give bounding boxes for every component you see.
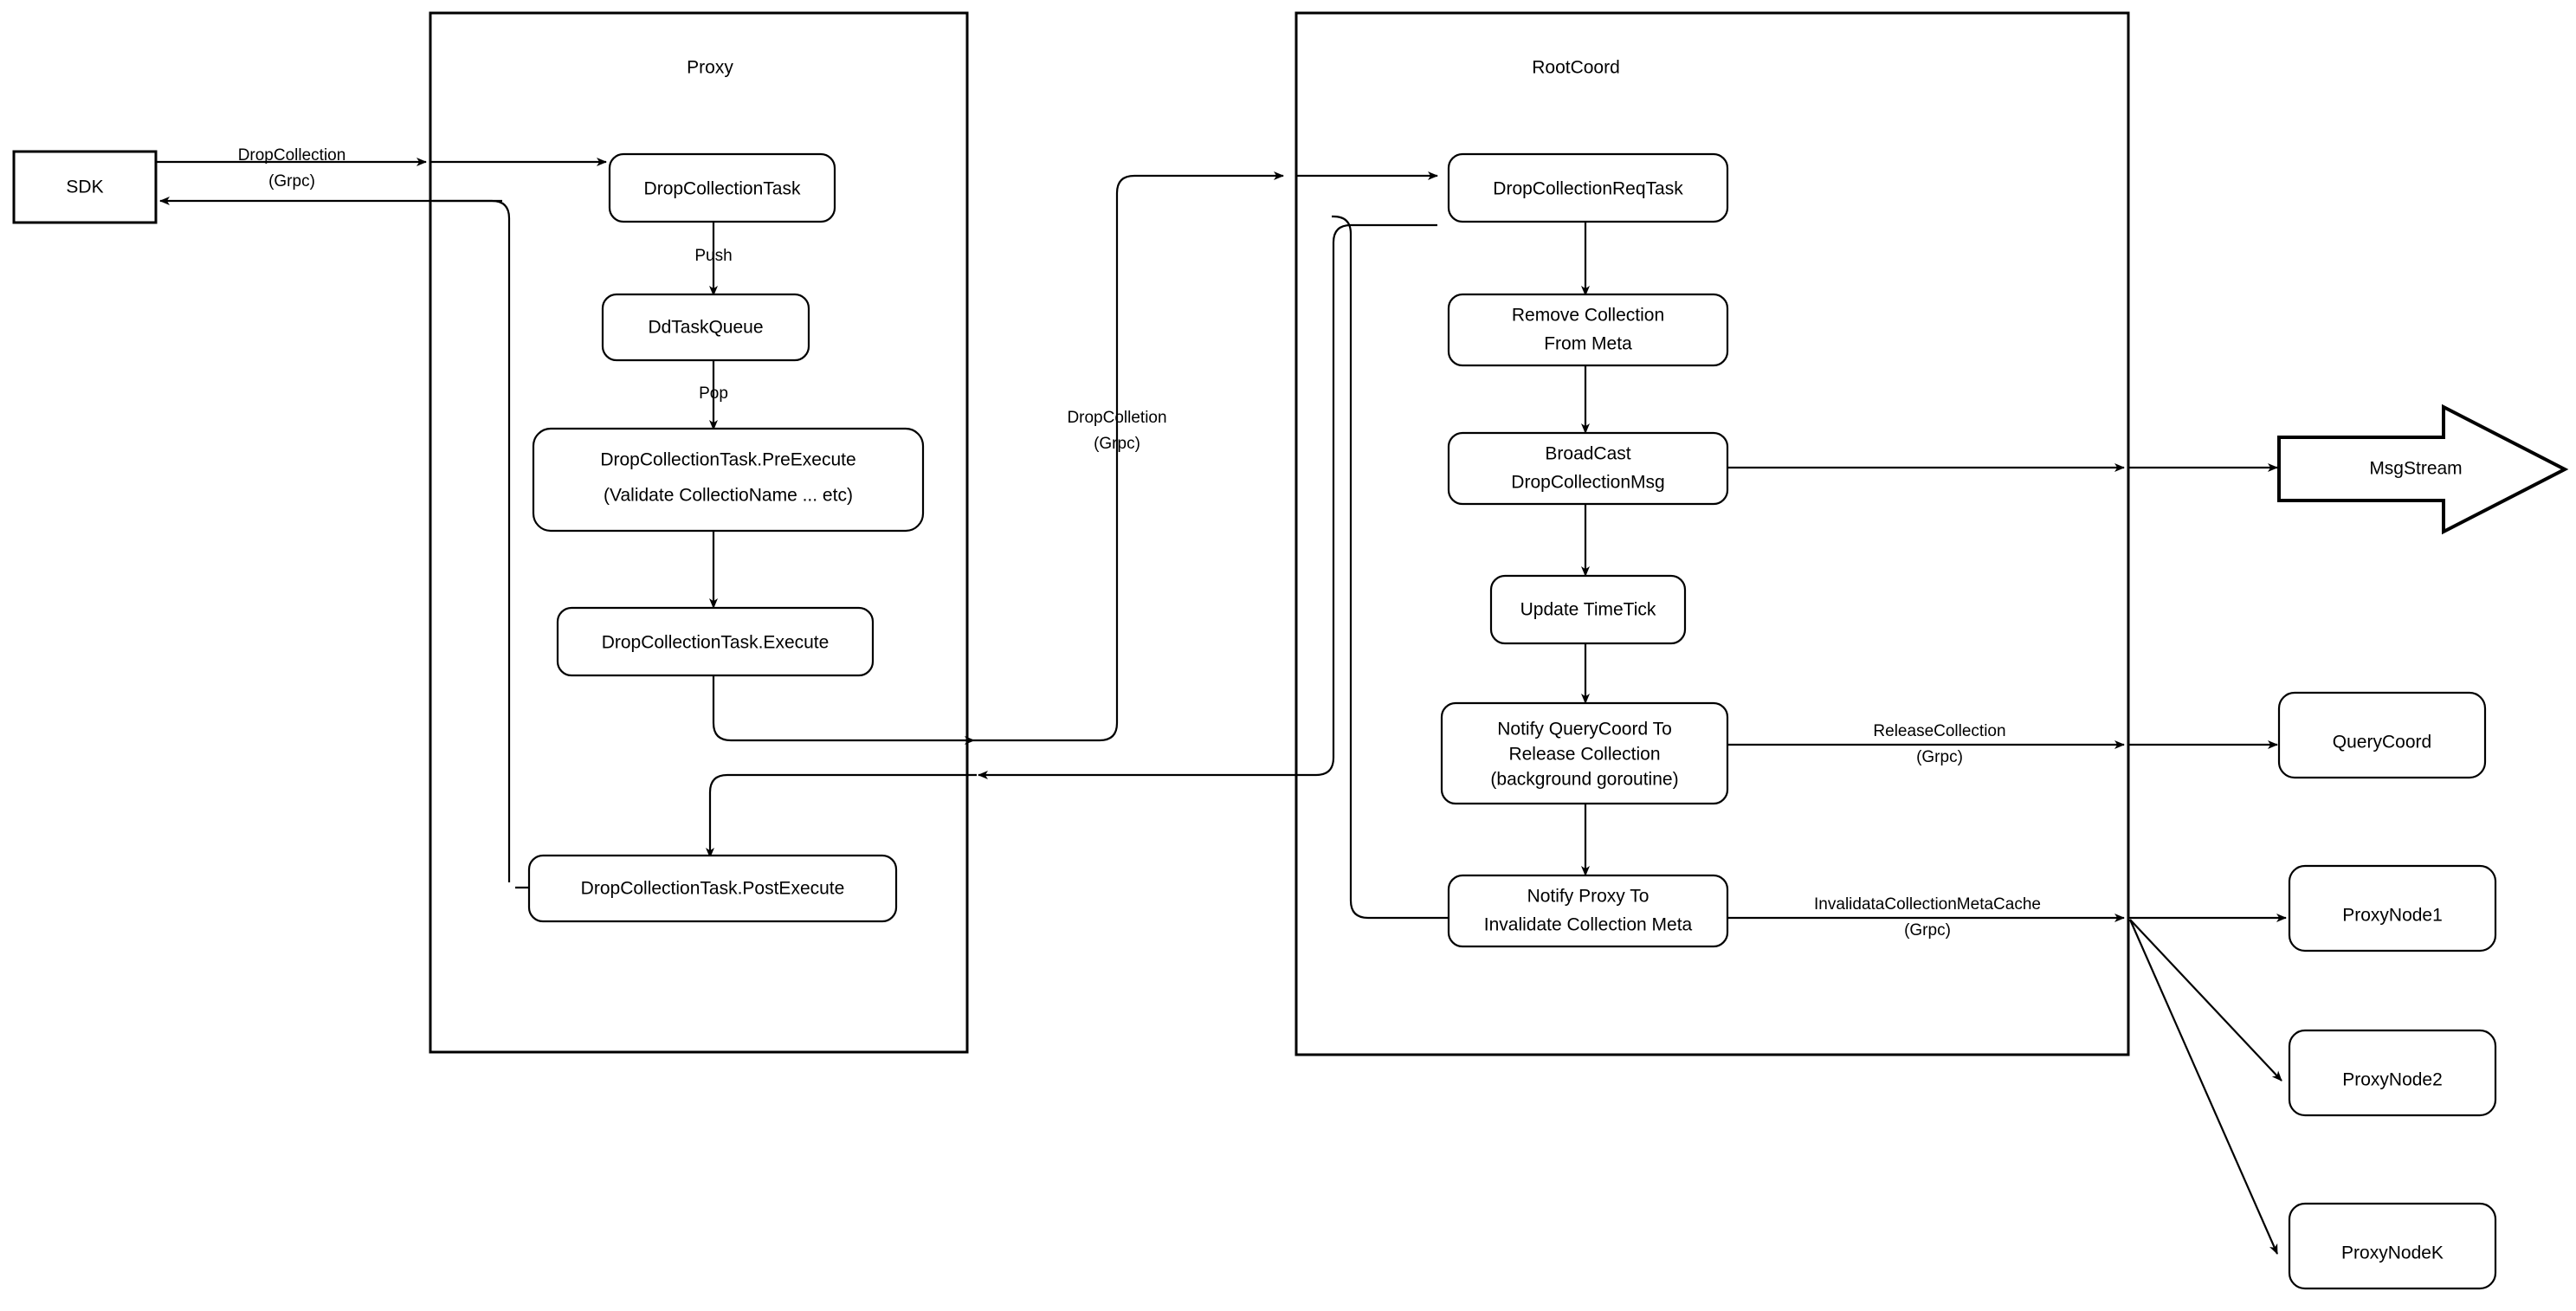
node-remove-collection-from-meta[interactable]: Remove Collection From Meta [1447,293,1729,367]
edge-label-dropcolletion-line2: (Grpc) [1094,435,1140,453]
node-broadcast-drop-collection-msg[interactable]: BroadCast DropCollectionMsg [1447,431,1729,506]
edge-pop: Pop [699,357,728,430]
node-querycoord-label: QueryCoord [2333,733,2431,752]
edge-rootcoord-to-postexecute [706,223,1437,858]
edge-label-releasecollection-line1: ReleaseCollection [1873,722,2005,740]
edge-notify-proxy-back-to-proxy [1332,215,1449,920]
edge-notify-proxy-to-proxynodes: InvalidataCollectionMetaCache (Grpc) [1727,895,2287,1255]
edge-label-dropcollection-line2: (Grpc) [268,172,315,191]
edge-label-push: Push [694,247,732,265]
node-notify-querycoord-line2: Release Collection [1508,745,1660,765]
node-notify-querycoord-line1: Notify QueryCoord To [1497,720,1672,739]
node-notify-proxy-line2: Invalidate Collection Meta [1484,915,1693,935]
edge-label-invalidate-line2: (Grpc) [1904,921,1951,940]
edge-label-pop: Pop [699,384,728,403]
edge-push: Push [694,221,733,296]
node-msgstream[interactable]: MsgStream [2277,404,2569,535]
node-broadcast-line1: BroadCast [1545,444,1630,464]
node-notify-querycoord[interactable]: Notify QueryCoord To Release Collection … [1440,701,1729,805]
node-notify-proxy-line1: Notify Proxy To [1527,887,1650,907]
node-proxynode2-label: ProxyNode2 [2342,1070,2443,1090]
node-preexecute-label-line1: DropCollectionTask.PreExecute [600,450,855,470]
node-drop-collection-req-task[interactable]: DropCollectionReqTask [1447,152,1729,223]
node-drop-collection-task[interactable]: DropCollectionTask [608,152,836,223]
node-dd-task-queue[interactable]: DdTaskQueue [601,293,810,362]
node-proxynodek-label: ProxyNodeK [2341,1243,2444,1263]
node-sdk-label: SDK [66,178,103,197]
node-drop-collection-task-postexecute[interactable]: DropCollectionTask.PostExecute [527,854,898,923]
node-proxynodek[interactable]: ProxyNodeK [2288,1202,2497,1290]
edge-label-releasecollection-line2: (Grpc) [1916,748,1963,766]
node-dd-task-queue-label: DdTaskQueue [648,318,763,338]
node-drop-collection-task-label: DropCollectionTask [644,179,801,199]
node-sdk[interactable]: SDK [12,150,158,224]
node-postexecute-label: DropCollectionTask.PostExecute [581,879,845,899]
node-execute-label: DropCollectionTask.Execute [602,633,830,653]
edge-label-invalidate-line1: InvalidataCollectionMetaCache [1814,895,2041,914]
node-notify-proxy[interactable]: Notify Proxy To Invalidate Collection Me… [1447,874,1729,948]
node-drop-collection-task-preexecute[interactable]: DropCollectionTask.PreExecute (Validate … [532,427,925,533]
node-update-timetick-label: Update TimeTick [1520,600,1656,620]
edge-label-dropcollection-line1: DropCollection [238,146,346,165]
container-rootcoord-title: RootCoord [1532,58,1620,78]
edge-execute-to-rootcoord: DropColletion (Grpc) [712,171,1438,745]
edge-notify-querycoord-to-querycoord: ReleaseCollection (Grpc) [1727,722,2278,766]
node-proxynode1-label: ProxyNode1 [2342,906,2443,926]
node-drop-collection-task-execute[interactable]: DropCollectionTask.Execute [556,606,875,677]
edge-proxy-to-sdk [159,197,511,882]
node-broadcast-line2: DropCollectionMsg [1511,473,1664,493]
container-proxy-title: Proxy [687,58,733,78]
node-req-task-label: DropCollectionReqTask [1493,179,1683,199]
edge-label-group-dropcollection: DropCollection (Grpc) [238,146,346,191]
node-preexecute-label-line2: (Validate CollectioName ... etc) [604,486,853,506]
node-proxynode1[interactable]: ProxyNode1 [2288,864,2497,953]
node-msgstream-label: MsgStream [2369,459,2462,479]
node-remove-meta-line1: Remove Collection [1512,306,1664,326]
node-proxynode2[interactable]: ProxyNode2 [2288,1029,2497,1117]
node-querycoord[interactable]: QueryCoord [2277,691,2487,779]
edge-label-dropcolletion-line1: DropColletion [1067,409,1166,427]
node-notify-querycoord-line3: (background goroutine) [1490,770,1678,790]
node-remove-meta-line2: From Meta [1544,334,1632,354]
node-update-timetick[interactable]: Update TimeTick [1489,574,1687,645]
